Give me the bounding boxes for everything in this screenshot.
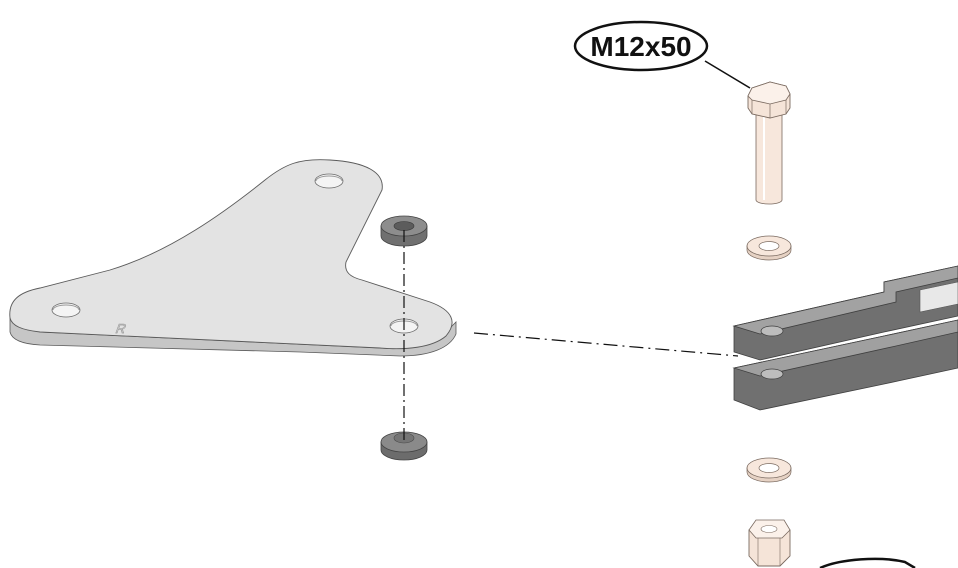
flat-washer-top — [746, 235, 792, 261]
bolt-size-callout: M12x50 — [573, 20, 751, 89]
plate-hole-left — [51, 302, 81, 318]
nyloc-nut-icon — [748, 519, 791, 567]
plate-top-face — [9, 159, 453, 350]
clevis-bracket — [732, 265, 958, 411]
callout-bubble — [573, 20, 709, 72]
assembly-centerlines — [403, 230, 739, 440]
bracket-arm-upper — [732, 265, 958, 361]
plate-to-bracket-line — [473, 332, 739, 357]
bracket-plate: R — [9, 159, 457, 357]
nut-callout-bubble-partial — [819, 557, 916, 568]
bracket-arm-lower — [732, 319, 958, 411]
hex-bolt-icon — [747, 81, 791, 205]
spacer-bottom — [380, 431, 428, 461]
flat-washer-bottom — [746, 457, 792, 483]
bolt-size-label: M12x50 — [590, 31, 691, 62]
callout-leader-line — [704, 60, 751, 89]
plate-hole-top — [314, 173, 344, 189]
